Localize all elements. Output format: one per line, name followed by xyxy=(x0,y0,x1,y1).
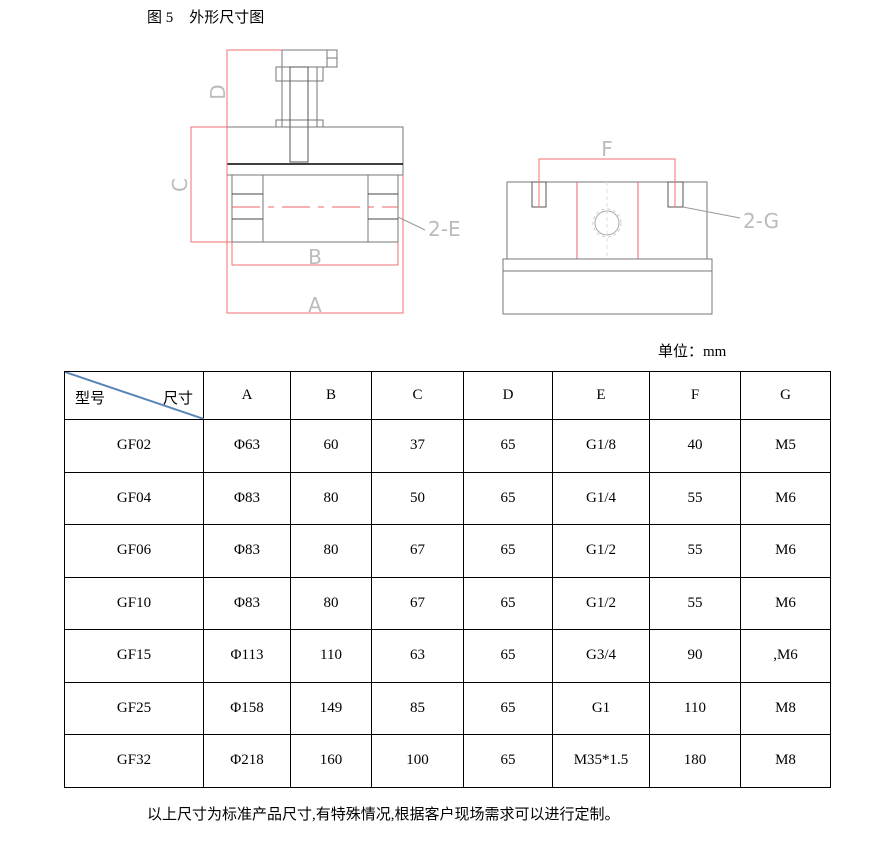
value-cell: M8 xyxy=(740,734,831,788)
model-cell: GF10 xyxy=(64,576,204,630)
value-cell: M5 xyxy=(740,419,831,473)
figure-title: 外形尺寸图 xyxy=(189,10,265,26)
front-view xyxy=(190,49,426,314)
value-cell: 65 xyxy=(463,734,553,788)
value-cell: 80 xyxy=(290,471,372,525)
value-cell: 65 xyxy=(463,629,553,683)
model-cell: GF04 xyxy=(64,471,204,525)
label-b: B xyxy=(308,245,322,269)
value-cell: Φ158 xyxy=(203,681,291,735)
column-header: G xyxy=(740,371,831,420)
corner-header-cell: 型号 尺寸 xyxy=(64,371,204,420)
label-a: A xyxy=(308,293,322,317)
column-header: C xyxy=(371,371,464,420)
value-cell: G1/8 xyxy=(552,419,650,473)
value-cell: 80 xyxy=(290,524,372,578)
value-cell: G1/2 xyxy=(552,524,650,578)
value-cell: 65 xyxy=(463,419,553,473)
model-cell: GF32 xyxy=(64,734,204,788)
column-header: D xyxy=(463,371,553,420)
value-cell: 100 xyxy=(371,734,464,788)
label-f: F xyxy=(601,137,613,161)
figure-caption: 图 5 外形尺寸图 xyxy=(147,6,280,27)
figure-number: 图 5 xyxy=(147,10,174,26)
size-header: 尺寸 xyxy=(162,391,193,407)
value-cell: 67 xyxy=(371,524,464,578)
value-cell: M35*1.5 xyxy=(552,734,650,788)
column-header: E xyxy=(552,371,650,420)
value-cell: 65 xyxy=(463,681,553,735)
value-cell: M6 xyxy=(740,524,831,578)
value-cell: 55 xyxy=(649,471,741,525)
value-cell: 85 xyxy=(371,681,464,735)
side-view xyxy=(502,158,741,315)
label-d: D xyxy=(206,84,230,99)
value-cell: 55 xyxy=(649,524,741,578)
value-cell: 65 xyxy=(463,524,553,578)
column-header: A xyxy=(203,371,291,420)
model-cell: GF06 xyxy=(64,524,204,578)
value-cell: 160 xyxy=(290,734,372,788)
column-header: F xyxy=(649,371,741,420)
footnote: 以上尺寸为标准产品尺寸,有特殊情况,根据客户现场需求可以进行定制。 xyxy=(147,807,620,823)
column-header: B xyxy=(290,371,372,420)
value-cell: 67 xyxy=(371,576,464,630)
value-cell: Φ83 xyxy=(203,524,291,578)
value-cell: 37 xyxy=(371,419,464,473)
model-cell: GF25 xyxy=(64,681,204,735)
value-cell: 180 xyxy=(649,734,741,788)
value-cell: 90 xyxy=(649,629,741,683)
value-cell: M8 xyxy=(740,681,831,735)
table-header-row: 型号 尺寸 A B C D E F G xyxy=(64,371,831,420)
label-2e: 2-E xyxy=(428,217,461,241)
value-cell: Φ113 xyxy=(203,629,291,683)
value-cell: ,M6 xyxy=(740,629,831,683)
value-cell: 80 xyxy=(290,576,372,630)
unit-label: 单位：mm xyxy=(658,344,727,360)
label-c: C xyxy=(168,178,192,192)
model-cell: GF15 xyxy=(64,629,204,683)
value-cell: G3/4 xyxy=(552,629,650,683)
value-cell: 65 xyxy=(463,471,553,525)
value-cell: Φ63 xyxy=(203,419,291,473)
model-header: 型号 xyxy=(75,391,106,407)
value-cell: M6 xyxy=(740,471,831,525)
model-cell: GF02 xyxy=(64,419,204,473)
dimension-drawing: D C B A 2-E F 2-G xyxy=(168,49,779,317)
value-cell: Φ218 xyxy=(203,734,291,788)
value-cell: G1/4 xyxy=(552,471,650,525)
value-cell: 50 xyxy=(371,471,464,525)
value-cell: 110 xyxy=(290,629,372,683)
value-cell: 63 xyxy=(371,629,464,683)
value-cell: G1/2 xyxy=(552,576,650,630)
value-cell: 60 xyxy=(290,419,372,473)
value-cell: Φ83 xyxy=(203,576,291,630)
value-cell: 65 xyxy=(463,576,553,630)
value-cell: 40 xyxy=(649,419,741,473)
value-cell: M6 xyxy=(740,576,831,630)
value-cell: Φ83 xyxy=(203,471,291,525)
label-2g: 2-G xyxy=(743,209,779,233)
value-cell: G1 xyxy=(552,681,650,735)
value-cell: 55 xyxy=(649,576,741,630)
value-cell: 110 xyxy=(649,681,741,735)
value-cell: 149 xyxy=(290,681,372,735)
